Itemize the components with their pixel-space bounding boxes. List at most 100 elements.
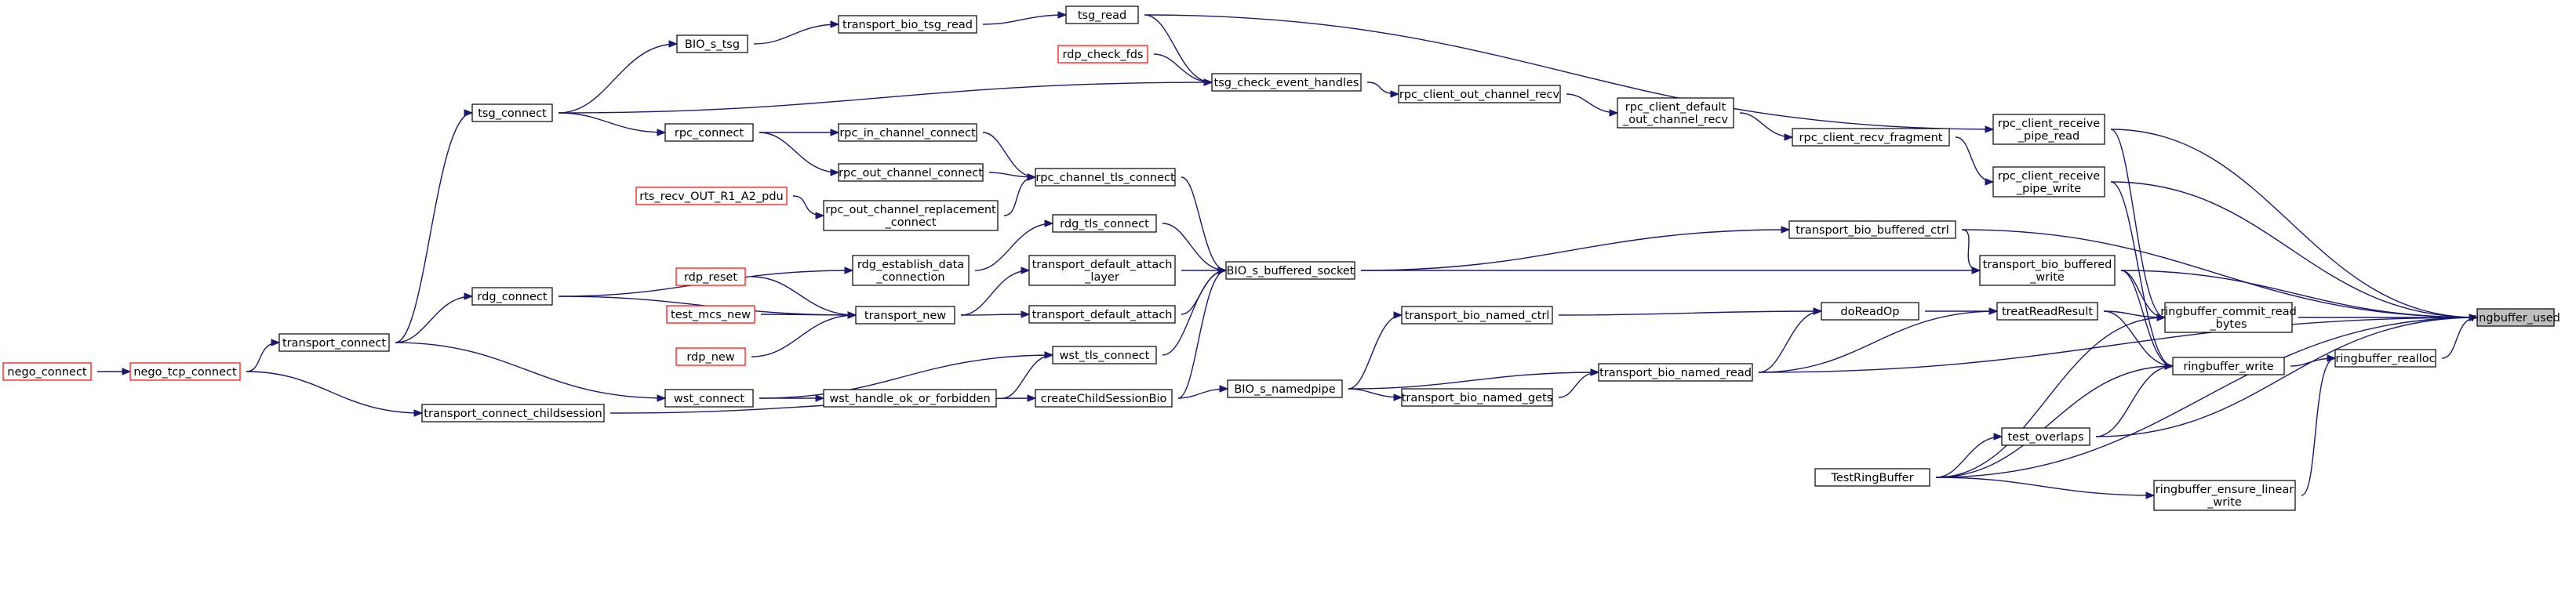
arrowhead <box>1590 368 1600 376</box>
node-label: _layer <box>1084 271 1119 284</box>
edge-nego-connect-to-nego-tcp-connect <box>97 368 132 375</box>
node-box <box>1028 305 1176 324</box>
arrowhead <box>1988 307 1999 315</box>
node-rdp-new[interactable]: rdp_new <box>675 347 746 366</box>
node-transport-bio-buffered-write[interactable]: transport_bio_buffered_write <box>1979 255 2116 286</box>
arrowhead <box>1044 351 1054 359</box>
node-box <box>676 34 748 53</box>
node-transport-bio-named-ctrl[interactable]: transport_bio_named_ctrl <box>1401 306 1553 325</box>
node-test-overlaps[interactable]: test_overlaps <box>2001 427 2090 446</box>
node-ringbuffer-write[interactable]: ringbuffer_write <box>2172 357 2285 375</box>
edge-tsg-connect-to-rpc-connect <box>558 112 667 136</box>
node-ringbuffer-ensure-linear-write[interactable]: ringbuffer_ensure_linear_write <box>2153 480 2296 511</box>
node-label: _connect <box>884 216 936 229</box>
node-rpc-in-channel-connect[interactable]: rpc_in_channel_connect <box>838 123 977 142</box>
node-rpc-client-out-channel-recv[interactable]: rpc_client_out_channel_recv <box>1398 85 1561 103</box>
node-rdp-check-fds[interactable]: rdp_check_fds <box>1057 45 1148 63</box>
node-box <box>838 163 984 182</box>
node-tsg-check-event-handles[interactable]: tsg_check_event_handles <box>1211 73 1362 92</box>
arrowhead <box>815 212 825 219</box>
node-transport-default-attach[interactable]: transport_default_attach <box>1028 305 1176 324</box>
node-bio-s-buffered-socket[interactable]: BIO_s_buffered_socket <box>1225 261 1355 280</box>
node-rpc-client-receive-pipe-read[interactable]: rpc_client_receive_pipe_read <box>1992 114 2105 145</box>
edge-testringbuffer-to-ringbuffer-used <box>1935 314 2479 478</box>
edge-rpc-connect-to-rpc-out-channel-connect <box>759 132 840 176</box>
edge-transport-connect-to-rdg-connect <box>395 292 474 343</box>
node-transport-default-attach-layer[interactable]: transport_default_attach_layer <box>1028 255 1176 286</box>
edge-line <box>753 24 839 45</box>
node-ringbuffer-commit-read-bytes[interactable]: ringbuffer_commit_read_bytes <box>2160 302 2297 333</box>
node-rdp-reset[interactable]: rdp_reset <box>675 267 746 286</box>
node-ringbuffer-realloc[interactable]: ringbuffer_realloc <box>2334 349 2436 368</box>
node-rdg-connect[interactable]: rdg_connect <box>471 287 553 306</box>
node-transport-bio-tsg-read[interactable]: transport_bio_tsg_read <box>838 15 977 34</box>
node-transport-bio-buffered-ctrl[interactable]: transport_bio_buffered_ctrl <box>1788 220 1956 239</box>
node-label: rdg_establish_data <box>857 259 964 271</box>
node-label: rts_recv_OUT_R1_A2_pdu <box>639 190 784 203</box>
node-treatreadresult[interactable]: treatReadResult <box>1996 302 2098 321</box>
node-rpc-connect[interactable]: rpc_connect <box>664 123 754 142</box>
node-rpc-out-channel-connect[interactable]: rpc_out_channel_connect <box>838 163 984 182</box>
node-transport-bio-named-gets[interactable]: transport_bio_named_gets <box>1401 388 1553 407</box>
node-rdg-tls-connect[interactable]: rdg_tls_connect <box>1052 214 1157 233</box>
node-rpc-out-channel-replacement-connect[interactable]: rpc_out_channel_replacement_connect <box>823 200 999 231</box>
edge-line <box>960 314 1030 316</box>
edge-testringbuffer-to-ringbuffer-ensure-linear-write <box>1935 477 2156 499</box>
node-ringbuffer-used[interactable]: ringbuffer_used <box>2471 308 2560 327</box>
node-label: createChildSessionBio <box>1041 393 1167 405</box>
node-label: transport_bio_named_gets <box>1402 392 1553 404</box>
node-rts-recv-out-r1-a2-pdu[interactable]: rts_recv_OUT_R1_A2_pdu <box>635 187 788 205</box>
node-label: _write <box>2207 496 2242 509</box>
node-bio-s-namedpipe[interactable]: BIO_s_namedpipe <box>1227 379 1343 398</box>
node-rpc-client-receive-pipe-write[interactable]: rpc_client_receive_pipe_write <box>1992 166 2105 198</box>
node-label: nego_connect <box>7 366 87 379</box>
arrowhead <box>1393 311 1403 319</box>
node-wst-connect[interactable]: wst_connect <box>664 389 754 408</box>
node-label: test_overlaps <box>2007 431 2083 444</box>
edge-transport-connect-to-wst-connect <box>395 342 667 402</box>
edge-line <box>2110 181 2174 367</box>
node-nego-connect[interactable]: nego_connect <box>2 362 92 381</box>
node-transport-new[interactable]: transport_new <box>855 306 955 325</box>
node-label: wst_tls_connect <box>1060 350 1150 362</box>
node-box <box>2 362 92 381</box>
node-doreadop[interactable]: doReadOp <box>1821 302 1919 321</box>
node-label: ringbuffer_write <box>2183 361 2273 373</box>
edge-line <box>2095 365 2174 437</box>
node-rpc-channel-tls-connect[interactable]: rpc_channel_tls_connect <box>1035 168 1176 187</box>
node-label: rpc_client_receive <box>1998 170 2101 183</box>
arrowhead <box>668 40 679 48</box>
node-box <box>1227 379 1343 398</box>
node-testringbuffer[interactable]: TestRingBuffer <box>1814 468 1930 487</box>
node-tsg-read[interactable]: tsg_read <box>1065 5 1139 24</box>
arrowhead <box>1393 393 1403 401</box>
node-tsg-connect[interactable]: tsg_connect <box>471 103 553 122</box>
node-label: rpc_client_recv_fragment <box>1799 132 1943 144</box>
node-rpc-client-recv-fragment[interactable]: rpc_client_recv_fragment <box>1792 128 1950 147</box>
edge-line <box>1961 229 1981 271</box>
arrowhead <box>1781 226 1791 234</box>
edge-line <box>2110 181 2478 318</box>
node-nego-tcp-connect[interactable]: nego_tcp_connect <box>129 362 241 381</box>
node-box <box>1979 255 2116 286</box>
node-box <box>664 389 754 408</box>
node-label: tsg_check_event_handles <box>1214 77 1359 89</box>
edge-rpc-connect-to-rpc-in-channel-connect <box>759 129 840 136</box>
node-transport-connect[interactable]: transport_connect <box>278 333 390 352</box>
node-createchildsessionbio[interactable]: createChildSessionBio <box>1035 389 1173 408</box>
node-wst-tls-connect[interactable]: wst_tls_connect <box>1052 346 1157 364</box>
node-label: transport_connect_childsession <box>424 408 602 420</box>
node-box <box>471 103 553 122</box>
edge-test-overlaps-to-ringbuffer-write <box>2095 362 2174 437</box>
node-transport-bio-named-read[interactable]: transport_bio_named_read <box>1598 363 1753 382</box>
node-box <box>1065 5 1139 24</box>
node-wst-handle-ok-or-forbidden[interactable]: wst_handle_ok_or_forbidden <box>823 389 997 408</box>
node-label: _out_channel_recv <box>1622 114 1728 126</box>
node-transport-connect-childsession[interactable]: transport_connect_childsession <box>421 404 605 422</box>
node-rdg-establish-data-connection[interactable]: rdg_establish_data_connection <box>852 255 970 286</box>
node-box <box>2164 302 2293 333</box>
edge-line <box>246 342 280 372</box>
node-rpc-client-default-out-channel-recv[interactable]: rpc_client_default_out_channel_recv <box>1617 97 1734 129</box>
node-test-mcs-new[interactable]: test_mcs_new <box>666 305 755 324</box>
node-bio-s-tsg[interactable]: BIO_s_tsg <box>676 34 748 53</box>
